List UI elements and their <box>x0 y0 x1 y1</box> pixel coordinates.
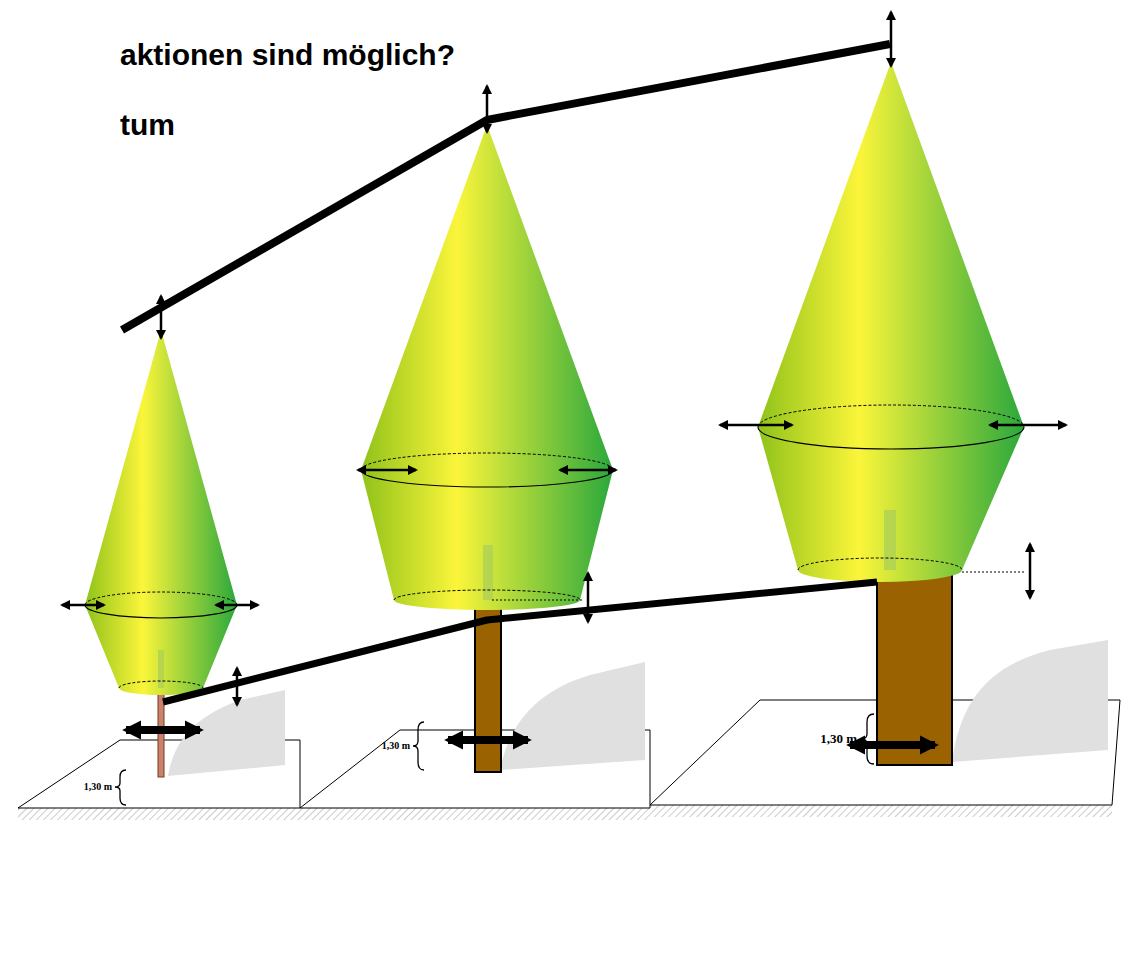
heading-fragment: aktionen sind möglich? <box>120 38 455 73</box>
trend-line <box>122 44 890 702</box>
growth-arrow <box>62 12 1066 705</box>
diameter-arrow <box>126 730 935 745</box>
height-label: 1,30 m <box>382 740 410 752</box>
height-label: 1,30 m <box>820 732 857 747</box>
tree-crown <box>85 62 1024 695</box>
height-brace <box>115 714 874 805</box>
guide-line <box>492 572 1024 600</box>
height-label: 1,30 m <box>84 781 112 793</box>
heading-fragment: tum <box>120 108 175 143</box>
tree-shadow <box>168 640 1108 776</box>
